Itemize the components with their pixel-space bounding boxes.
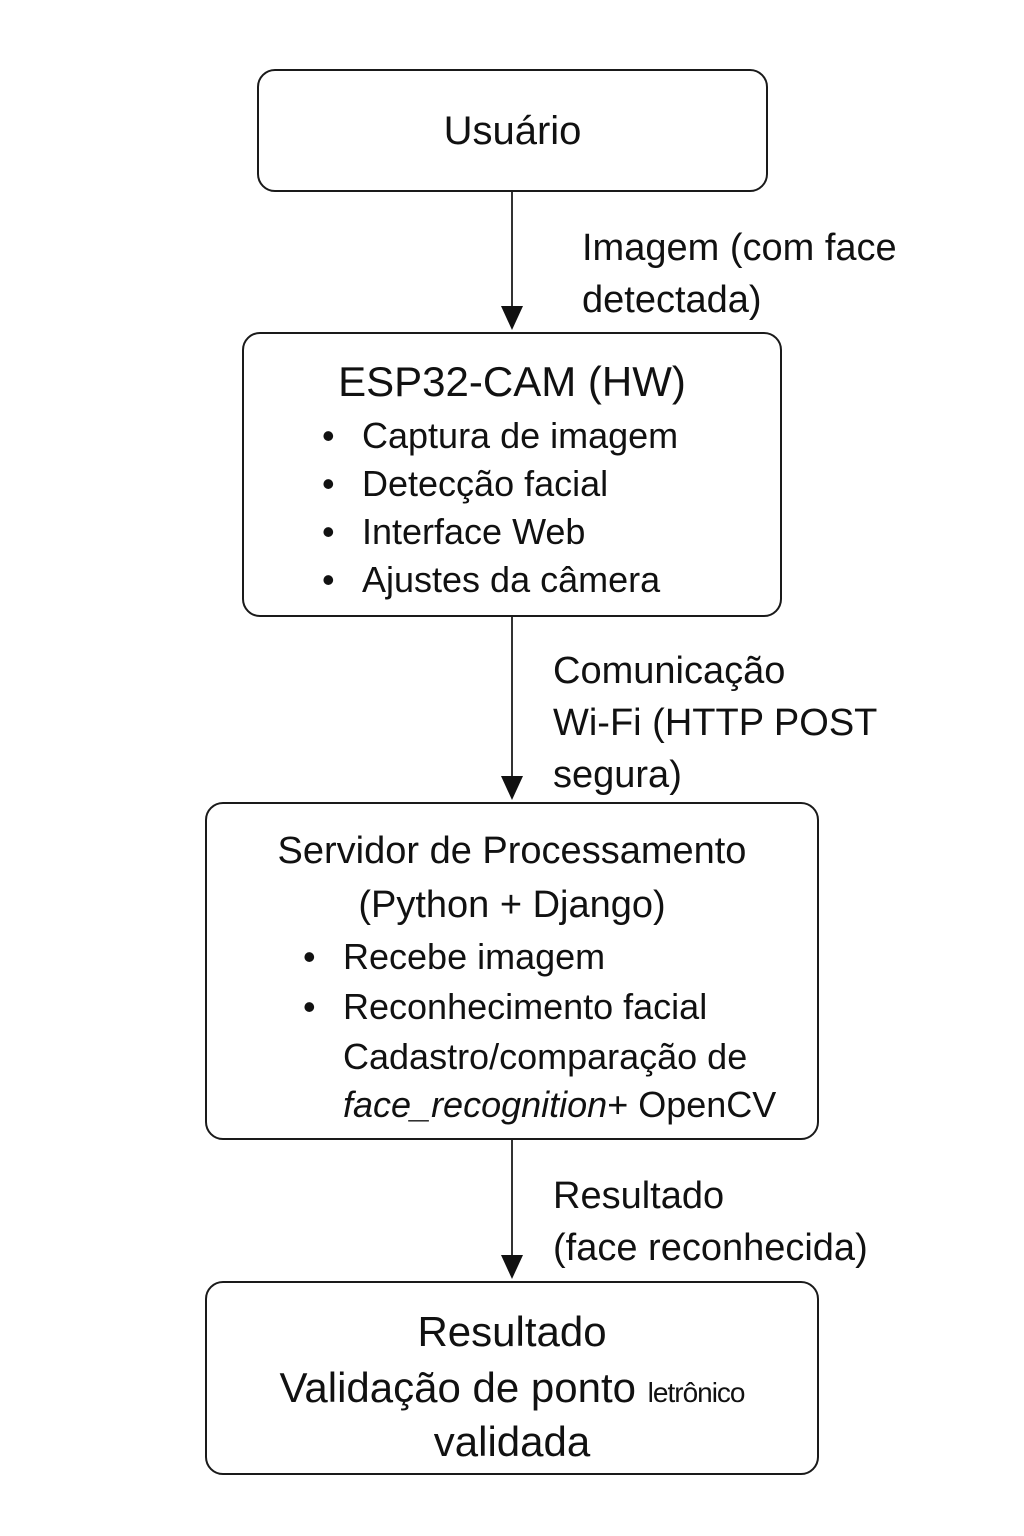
edge-label-esp-to-server: Comunicação Wi-Fi (HTTP POST segura): [553, 645, 877, 801]
list-item: Reconhecimento facial: [303, 982, 707, 1032]
edge-label-user-to-esp: Imagem (com face detectada): [582, 222, 897, 326]
arrow-server-to-result: [501, 1140, 523, 1279]
list-item: Captura de imagem: [322, 412, 678, 460]
edge-label-line: Resultado: [553, 1175, 725, 1217]
arrow-esp-to-server: [501, 617, 523, 800]
edge-label-line: Imagem (com face: [582, 227, 897, 269]
result-node: Resultado Validação de ponto letrônico v…: [205, 1281, 819, 1475]
user-node: Usuário: [257, 69, 768, 192]
esp32-cam-node: ESP32-CAM (HW) Captura de imagem Detecçã…: [242, 332, 782, 617]
esp32-cam-feature-list: Captura de imagem Detecção facial Interf…: [322, 412, 678, 604]
result-node-title: Resultado: [417, 1308, 607, 1355]
result-line-small: letrônico: [647, 1377, 746, 1408]
arrow-user-to-esp: [501, 192, 523, 330]
edge-label-line: Comunicação: [553, 650, 786, 692]
server-libraries-line: face_recognition+ OpenCV: [343, 1080, 776, 1130]
user-node-title: Usuário: [443, 108, 582, 153]
list-item: Detecção facial: [322, 460, 678, 508]
edge-label-server-to-result: Resultado (face reconhecida): [553, 1170, 868, 1274]
esp32-cam-node-title: ESP32-CAM (HW): [338, 358, 686, 405]
result-line-main: Validação de ponto: [279, 1364, 648, 1411]
list-item: Interface Web: [322, 508, 678, 556]
server-node-title: Servidor de Processamento: [277, 830, 747, 872]
edge-label-line: (face reconhecida): [553, 1227, 868, 1269]
server-feature-list: Recebe imagem Reconhecimento facial: [303, 932, 707, 1032]
edge-label-line: detectada): [582, 279, 762, 321]
result-node-line: Validação de ponto letrônico: [207, 1361, 817, 1420]
list-item: Ajustes da câmera: [322, 556, 678, 604]
library-rest: + OpenCV: [607, 1084, 777, 1125]
edge-label-line: Wi-Fi (HTTP POST: [553, 702, 878, 744]
server-extra-line: Cadastro/comparação de: [343, 1036, 748, 1077]
list-item: Recebe imagem: [303, 932, 707, 982]
server-node: Servidor de Processamento (Python + Djan…: [205, 802, 819, 1140]
edge-label-line: segura): [553, 754, 682, 796]
server-node-subtitle: (Python + Django): [358, 884, 666, 926]
result-node-status: validada: [433, 1418, 591, 1465]
library-name: face_recognition: [343, 1084, 608, 1125]
